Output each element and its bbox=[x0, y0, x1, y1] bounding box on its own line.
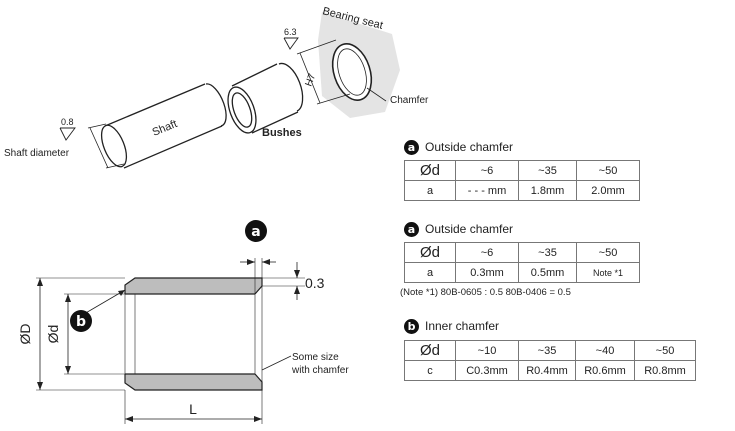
outside-chamfer-table-1: Ød ~6 ~35 ~50 a - - - mm 1.8mm 2.0mm bbox=[404, 160, 640, 201]
table-row: Ød ~10 ~35 ~40 ~50 bbox=[404, 340, 696, 361]
table-cell: - - - mm bbox=[455, 180, 519, 201]
marker-a-letter: a bbox=[251, 224, 260, 240]
inner-chamfer-table: Ød ~10 ~35 ~40 ~50 c C0.3mm R0.4mm R0.6m… bbox=[404, 340, 696, 381]
table-cell: R0.8mm bbox=[634, 360, 696, 381]
outside-chamfer-table-2-block: a Outside chamfer Ød ~6 ~35 ~50 a 0.3mm … bbox=[404, 220, 640, 283]
table-cell: ~6 bbox=[455, 160, 519, 181]
table-cell: c bbox=[404, 360, 456, 381]
table-cell: Note *1 bbox=[576, 262, 640, 283]
section-view bbox=[36, 258, 305, 424]
table-cell: C0.3mm bbox=[455, 360, 519, 381]
table-3-heading: b Inner chamfer bbox=[404, 317, 696, 335]
chamfer-label: Chamfer bbox=[390, 95, 429, 106]
roughness-seat-value: 6.3 bbox=[284, 27, 297, 37]
table-cell: 2.0mm bbox=[576, 180, 640, 201]
table-2-heading: a Outside chamfer bbox=[404, 220, 640, 238]
shaft-label: Shaft bbox=[151, 118, 179, 139]
table-cell: R0.6mm bbox=[575, 360, 635, 381]
table-row: a 0.3mm 0.5mm Note *1 bbox=[404, 262, 640, 283]
table-cell: ~50 bbox=[576, 160, 640, 181]
bush-wall-top bbox=[125, 278, 262, 294]
table-row: Ød ~6 ~35 ~50 bbox=[404, 160, 640, 181]
bearing-seat-bore bbox=[331, 43, 373, 101]
exploded-view bbox=[59, 12, 400, 169]
marker-b-circle bbox=[70, 310, 92, 332]
shaft-diameter-label: Shaft diameter bbox=[4, 148, 70, 159]
table-cell: ~40 bbox=[575, 340, 635, 361]
marker-a-circle bbox=[245, 220, 267, 242]
inner-diameter-label: Ød bbox=[45, 325, 61, 344]
note-line-1: Some size bbox=[292, 352, 339, 363]
table-cell: 0.5mm bbox=[518, 262, 577, 283]
table-cell: ~35 bbox=[518, 160, 577, 181]
bush-cylinder bbox=[227, 62, 304, 134]
chamfer-height-label: 0.3 bbox=[305, 275, 325, 291]
table-cell: R0.4mm bbox=[518, 360, 576, 381]
table-cell: Ød bbox=[404, 242, 456, 263]
table-cell: Ød bbox=[404, 160, 456, 181]
table-cell: ~50 bbox=[576, 242, 640, 263]
table-cell: 0.3mm bbox=[455, 262, 519, 283]
table-cell: ~35 bbox=[518, 242, 577, 263]
table-2-badge: a bbox=[404, 221, 419, 237]
table-row: c C0.3mm R0.4mm R0.6mm R0.8mm bbox=[404, 360, 696, 381]
table-cell: a bbox=[404, 262, 456, 283]
table-1-title: Outside chamfer bbox=[425, 140, 514, 154]
table-cell: ~6 bbox=[455, 242, 519, 263]
table-3-badge: b bbox=[404, 318, 419, 334]
table-1-heading: a Outside chamfer bbox=[404, 138, 640, 156]
inner-chamfer-table-block: b Inner chamfer Ød ~10 ~35 ~40 ~50 c C0.… bbox=[404, 317, 696, 381]
table-row: a - - - mm 1.8mm 2.0mm bbox=[404, 180, 640, 201]
bush-wall-bottom bbox=[125, 374, 262, 390]
bushes-label: Bushes bbox=[262, 127, 302, 139]
marker-b-letter: b bbox=[76, 314, 86, 330]
table-2-title: Outside chamfer bbox=[425, 222, 514, 236]
table-cell: ~35 bbox=[518, 340, 576, 361]
roughness-shaft-value: 0.8 bbox=[61, 117, 74, 127]
dimension-arrows bbox=[37, 259, 300, 422]
length-label: L bbox=[189, 401, 197, 417]
table-cell: Ød bbox=[404, 340, 456, 361]
table-cell: ~10 bbox=[455, 340, 519, 361]
roughness-symbol-seat bbox=[283, 37, 299, 50]
shaft-cylinder bbox=[100, 83, 227, 169]
table-3-title: Inner chamfer bbox=[425, 319, 500, 333]
table-cell: 1.8mm bbox=[518, 180, 577, 201]
tolerance-label: H7 bbox=[303, 72, 318, 88]
table-cell: ~50 bbox=[634, 340, 696, 361]
outer-diameter-label: ØD bbox=[17, 324, 33, 345]
note-line-2: with chamfer bbox=[291, 365, 349, 376]
roughness-symbol-shaft bbox=[59, 127, 76, 141]
table-cell: a bbox=[404, 180, 456, 201]
table-1-badge: a bbox=[404, 139, 419, 155]
table-row: Ød ~6 ~35 ~50 bbox=[404, 242, 640, 263]
outside-chamfer-table-1-block: a Outside chamfer Ød ~6 ~35 ~50 a - - - … bbox=[404, 138, 640, 201]
table-2-footnote: (Note *1) 80B-0605 : 0.5 80B-0406 = 0.5 bbox=[400, 287, 571, 298]
outside-chamfer-table-2: Ød ~6 ~35 ~50 a 0.3mm 0.5mm Note *1 bbox=[404, 242, 640, 283]
